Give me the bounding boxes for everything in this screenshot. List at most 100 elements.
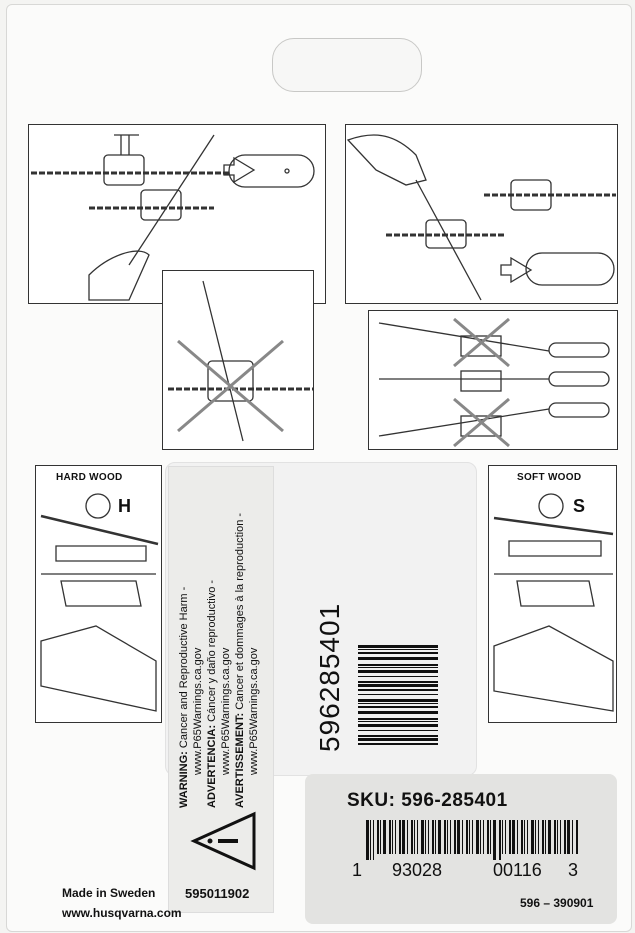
vertical-barcode-bar [358,681,438,683]
vertical-barcode-bar [358,645,438,648]
upc-barcode-bar [469,820,470,854]
vertical-barcode-bar [358,743,438,745]
warning-line-6: www.P65Warnings.ca.gov [247,648,261,775]
ean-first-digit: 1 [352,860,363,880]
upc-barcode-bar [557,820,558,854]
vertical-barcode-bar [358,657,438,660]
upc-barcode-bar [392,820,393,854]
sku-code: 596 – 390901 [520,896,594,910]
sku-label: SKU: [347,790,396,811]
upc-barcode-bar [531,820,534,854]
upc-barcode-bar [505,820,506,854]
warning-line-5: AVERTISSEMENT: Cancer et dommages à la r… [233,513,247,808]
upc-barcode-bar [444,820,446,854]
upc-barcode-bar [421,820,424,854]
avertissement-label: AVERTISSEMENT: [234,712,246,808]
upc-barcode-bar [493,820,496,860]
upc-barcode-bar [462,820,463,854]
upc-barcode-bar [554,820,556,854]
soft-wood-letter: S [573,496,586,516]
warning-box [168,466,274,913]
upc-barcode-bar [438,820,441,854]
advertencia-text: Cáncer y daño reproductivo - [206,579,218,725]
upc-barcode-bar [373,820,374,860]
upc-barcode-bar [480,820,481,854]
upc-barcode-bar [417,820,418,854]
upc-barcode-bar [576,820,578,854]
illustration-wrong-angle [162,270,314,450]
warning-url-1: www.P65Warnings.ca.gov [192,647,204,775]
warning-label: WARNING: [178,751,190,808]
upc-barcode-bar [490,820,491,854]
upc-barcode-bar [512,820,515,854]
upc-barcode-bar [483,820,484,854]
vertical-barcode-bar [358,706,438,708]
upc-barcode-bar [425,820,426,854]
upc-barcode-bar [370,820,371,860]
soft-wood-drawing [493,493,614,712]
upc-barcode-bar [399,820,401,854]
warning-triangle-icon [190,811,256,871]
upc-barcode-bar [560,820,561,854]
upc-barcode-bar [502,820,503,854]
upc-barcode-bar [538,820,539,854]
vertical-barcode-bar [358,724,438,727]
vertical-barcode-bar [358,684,438,687]
upc-barcode-bar [572,820,573,854]
hard-wood-drawing [40,493,159,712]
upc-barcode-bar [457,820,460,854]
upc-barcode-bar [499,820,501,860]
upc-barcode-bar [476,820,479,854]
wrong-angle-drawing [168,280,313,442]
upc-barcode-bar [450,820,451,854]
ean-left-group: 93028 [392,860,443,880]
upc-barcode-bar [380,820,381,854]
file-guide-right-drawing [346,134,616,301]
warning-line-2: www.P65Warnings.ca.gov [191,648,205,775]
warning-line-4: www.P65Warnings.ca.gov [219,648,233,775]
upc-barcode-bar [366,820,369,860]
vertical-barcode-bar [358,699,438,702]
vertical-barcode-bar [358,721,438,722]
sku-text: SKU: 596-285401 [347,790,508,812]
upc-barcode-bar [432,820,434,854]
hang-hole [272,38,422,92]
vertical-barcode-bar [358,738,438,741]
vertical-barcode-bar [358,718,438,720]
upc-barcode-bar [435,820,436,854]
warning-line-1: WARNING: Cancer and Reproductive Harm - [177,587,191,808]
illustration-hard-wood: HARD WOOD H [35,465,162,723]
vertical-barcode-bar [358,649,438,650]
upc-barcode-bar [428,820,429,854]
upc-barcode-bar [524,820,525,854]
ean-right-group: 00116 [493,860,542,880]
upc-barcode-bar [509,820,511,854]
avertissement-text: Cancer et dommages à la reproduction - [234,512,246,713]
illustration-file-positions [368,310,618,450]
upc-barcode-bar [411,820,413,854]
vertical-barcode-bar [358,703,438,704]
upc-barcode-bar [454,820,456,854]
upc-barcode-bar [548,820,551,854]
illustration-file-guide-right [345,124,618,304]
vertical-barcode-bar [358,652,438,654]
vertical-barcode-bar [358,735,438,737]
footer-number: 595011902 [185,886,250,901]
website-url: www.husqvarna.com [62,906,182,920]
ean-last-digit: 3 [568,860,579,880]
illustration-soft-wood: SOFT WOOD S [488,465,617,723]
upc-barcode-bar [545,820,546,854]
upc-barcode-bar [447,820,448,854]
advertencia-label: ADVERTENCIA: [206,724,218,808]
upc-barcode [366,820,578,860]
upc-barcode-bar [389,820,391,854]
vertical-barcode-bar [358,711,438,714]
warning-line-3: ADVERTENCIA: Cáncer y daño reproductivo … [205,580,219,808]
upc-barcode-bar [377,820,379,854]
vertical-barcode [358,645,438,745]
upc-barcode-bar [383,820,386,854]
vertical-barcode-bar [358,689,438,691]
vertical-barcode-bar [358,667,438,668]
hard-wood-label: HARD WOOD [56,472,123,483]
sku-value: 596-285401 [401,790,508,811]
